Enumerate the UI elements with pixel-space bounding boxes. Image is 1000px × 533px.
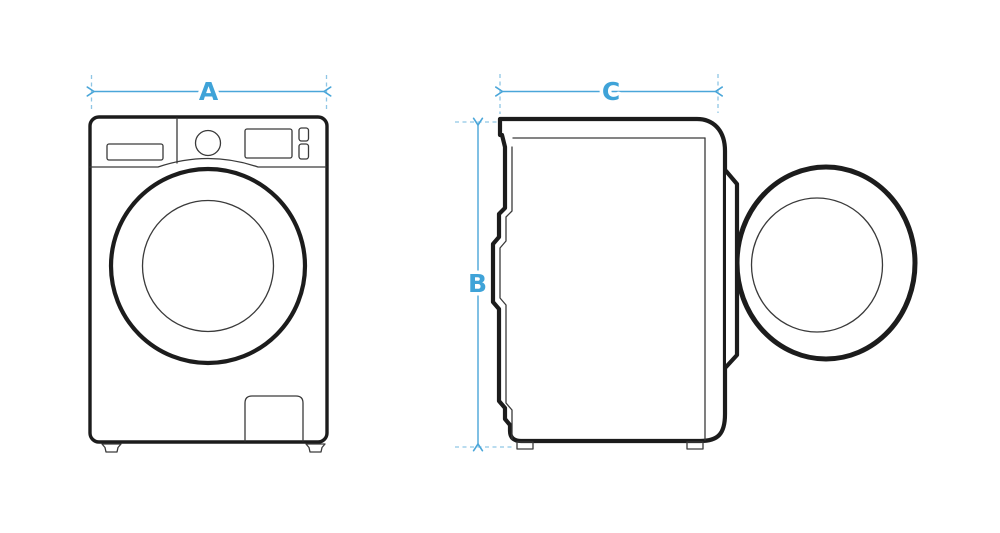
height-label: B xyxy=(468,269,487,298)
depth-label: C xyxy=(602,77,620,106)
door-ring xyxy=(108,166,308,366)
display-panel xyxy=(244,128,293,159)
control-panel-edge xyxy=(89,157,327,168)
side-left-foot xyxy=(516,441,534,450)
width-label: A xyxy=(199,77,219,106)
washer-front-view xyxy=(88,115,329,453)
detergent-drawer xyxy=(106,143,164,161)
open-door-ring xyxy=(734,164,918,362)
side-back-panel-line xyxy=(499,146,513,440)
button-top xyxy=(298,127,310,142)
side-cabinet-outline xyxy=(490,116,728,444)
front-right-foot xyxy=(305,443,326,453)
width-dimension: A xyxy=(86,74,332,112)
side-right-foot xyxy=(686,441,704,450)
door-glass xyxy=(141,199,275,333)
button-bottom xyxy=(298,143,310,160)
filter-access-panel xyxy=(244,395,304,442)
front-left-foot xyxy=(101,443,122,453)
program-knob xyxy=(194,129,222,157)
open-door-glass xyxy=(750,197,884,333)
washer-side-view xyxy=(490,116,918,450)
depth-dimension: C xyxy=(495,74,723,114)
height-dimension: B xyxy=(455,117,512,452)
door-hinge-bump xyxy=(723,168,740,370)
